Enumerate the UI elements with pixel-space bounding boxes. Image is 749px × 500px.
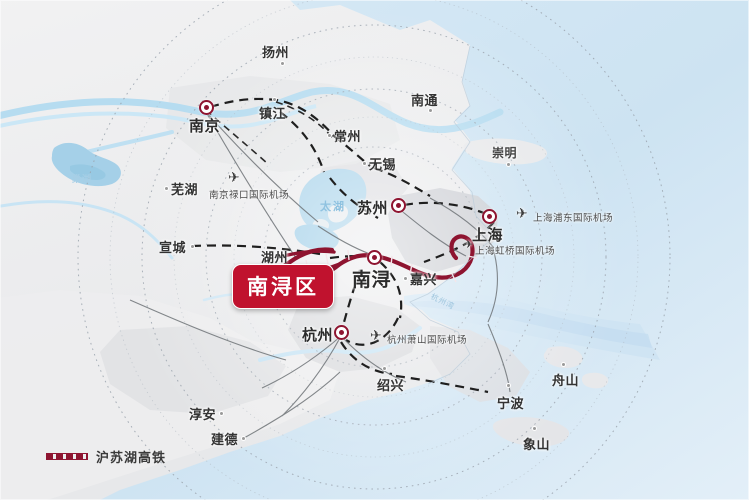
coastline — [409, 45, 495, 385]
city-dot-zhoushan[interactable] — [561, 362, 566, 367]
city-dot-shaoxing[interactable] — [382, 366, 387, 371]
city-dot-xiangshan[interactable] — [532, 426, 537, 431]
city-dot-yangzhou[interactable] — [280, 61, 285, 66]
legend-line-swatch — [46, 453, 88, 460]
legend: 沪苏湖高铁 — [46, 447, 166, 466]
city-marker-nanjing[interactable] — [199, 100, 214, 115]
city-dot-ningbo[interactable] — [506, 383, 511, 388]
airplane-icon-shanghai-hongqiao: ✈ — [464, 239, 474, 251]
city-dot-chunan[interactable] — [219, 411, 224, 416]
city-dot-wuxi[interactable] — [362, 161, 367, 166]
city-dot-jiaxing[interactable] — [403, 276, 408, 281]
city-dot-huzhou[interactable] — [281, 254, 286, 259]
city-dot-wuhu[interactable] — [164, 186, 169, 191]
city-dot-changzhou[interactable] — [327, 133, 332, 138]
road-network-solid — [129, 111, 511, 439]
city-dot-xuancheng[interactable] — [190, 244, 195, 249]
city-dot-chongming[interactable] — [506, 162, 511, 167]
transport-network-dashed-thin — [205, 101, 337, 165]
highlight-badge-nanxun[interactable]: 南浔区 — [232, 264, 334, 309]
airplane-icon-nanjing-lukou: ✈ — [228, 169, 240, 185]
city-dot-zhenjiang[interactable] — [272, 97, 277, 102]
city-marker-suzhou[interactable] — [391, 198, 406, 213]
airplane-icon-hangzhou-xiaoshan: ✈ — [370, 327, 382, 343]
city-marker-nanxun[interactable] — [367, 250, 382, 265]
city-dot-nantong[interactable] — [428, 108, 433, 113]
airplane-icon-shanghai-pudong: ✈ — [516, 205, 528, 221]
city-marker-shanghai[interactable] — [482, 209, 497, 224]
legend-label: 沪苏湖高铁 — [96, 450, 167, 465]
city-marker-hangzhou[interactable] — [334, 325, 349, 340]
city-dot-jiande[interactable] — [241, 436, 246, 441]
